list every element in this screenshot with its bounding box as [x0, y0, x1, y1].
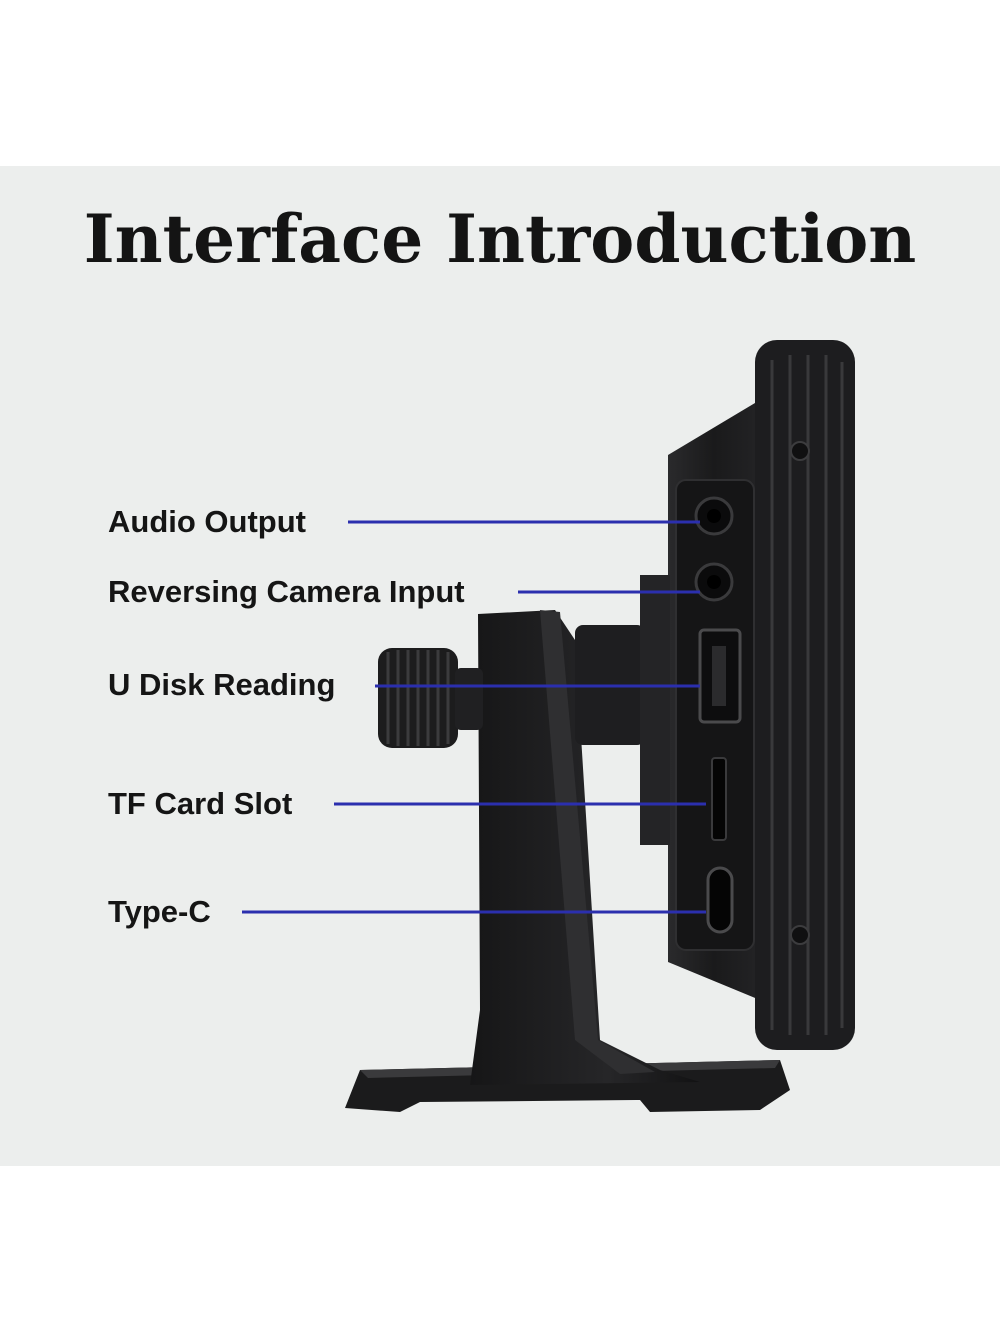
- mount-stand: [470, 610, 700, 1085]
- callout-label-u-disk-reading: U Disk Reading: [108, 667, 336, 702]
- callout-label-type-c: Type-C: [108, 894, 211, 929]
- screen-front-bezel: [755, 340, 855, 1050]
- mount-adjustment-knob: [378, 648, 483, 748]
- page-title: Interface Introduction: [83, 200, 917, 278]
- callout-label-reversing-camera-input: Reversing Camera Input: [108, 574, 465, 609]
- tf-card-slot: [711, 757, 727, 841]
- callout-label-audio-output: Audio Output: [108, 504, 306, 539]
- av-in-port: [694, 562, 734, 602]
- usb-a-port: [698, 628, 742, 724]
- audio-output-port: [694, 496, 734, 536]
- callout-label-tf-card-slot: TF Card Slot: [108, 786, 293, 821]
- type-c-port: [706, 866, 734, 934]
- callout-lines: [242, 520, 706, 914]
